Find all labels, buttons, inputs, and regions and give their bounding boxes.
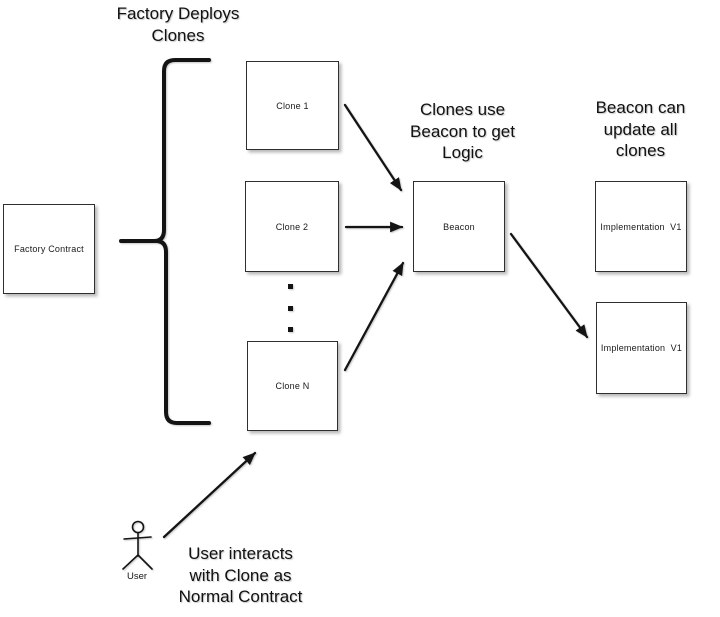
node-factory-contract: Factory Contract [3, 204, 95, 294]
title-beacon-can-update: Beacon can update all clones [595, 98, 686, 160]
node-clone-n: Clone N [247, 341, 338, 431]
arrow-clone1-to-beacon [343, 103, 403, 192]
node-clone-1: Clone 1 [246, 61, 339, 150]
title-user-interacts: User interacts with Clone as Normal Cont… [178, 544, 303, 606]
grouping-brace [119, 58, 211, 425]
arrow-user-to-clone [162, 451, 257, 539]
arrow-clonen-to-beacon [343, 261, 405, 372]
ellipsis-dots [288, 284, 293, 332]
node-label: Factory Contract [14, 244, 84, 254]
node-label: Beacon [443, 221, 475, 232]
arrow-beacon-to-implementation [509, 232, 589, 339]
node-implementation-v1-bottom: Implementation V1 [596, 302, 687, 394]
title-factory-deploys-clones: Factory Deploys Clones [116, 4, 240, 45]
title-clones-use-beacon: Clones use Beacon to get Logic [410, 100, 515, 162]
node-label: Clone 1 [276, 100, 309, 111]
node-label: Implementation V1 [600, 343, 683, 353]
node-label: Clone N [275, 381, 310, 391]
node-clone-2: Clone 2 [245, 181, 339, 272]
node-beacon: Beacon [413, 181, 505, 272]
node-implementation-v1-top: Implementation V1 [595, 181, 687, 272]
user-stick-figure-icon [122, 520, 153, 570]
node-label: Implementation V1 [600, 221, 682, 232]
node-label: Clone 2 [275, 221, 309, 232]
user-actor-label: User [126, 571, 148, 582]
